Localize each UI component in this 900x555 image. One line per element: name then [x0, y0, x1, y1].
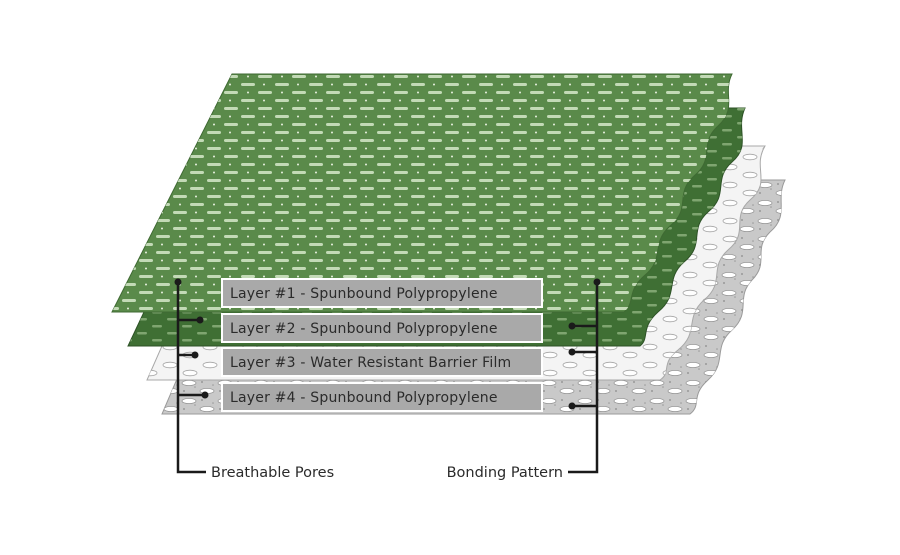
- layer-2-label-box: Layer #2 - Spunbound Polypropylene: [221, 313, 543, 343]
- layer-3-label: Layer #3 - Water Resistant Barrier Film: [230, 355, 511, 371]
- pores-markers: [174, 278, 209, 399]
- pore-dot-1: [174, 278, 182, 286]
- pore-dot-4: [201, 391, 209, 399]
- pore-dot-3: [191, 351, 199, 359]
- layer-1-sheet: [111, 73, 733, 313]
- layer-1-label-box: Layer #1 - Spunbound Polypropylene: [221, 278, 543, 308]
- bond-dot-1: [593, 278, 601, 286]
- bond-dot-4: [568, 402, 576, 410]
- bond-dot-2: [568, 322, 576, 330]
- bonding-leader: [568, 282, 599, 474]
- breathable-pores-label: Breathable Pores: [211, 465, 334, 481]
- layer-2-label: Layer #2 - Spunbound Polypropylene: [230, 321, 498, 337]
- bond-dot-3: [568, 348, 576, 356]
- layer-4-label-box: Layer #4 - Spunbound Polypropylene: [221, 382, 543, 412]
- layer-4-label: Layer #4 - Spunbound Polypropylene: [230, 390, 498, 406]
- layer-1-label: Layer #1 - Spunbound Polypropylene: [230, 286, 498, 302]
- pore-dot-2: [196, 316, 204, 324]
- bonding-pattern-label: Bonding Pattern: [447, 465, 563, 481]
- bonding-markers: [568, 278, 601, 410]
- layer-3-label-box: Layer #3 - Water Resistant Barrier Film: [221, 347, 543, 377]
